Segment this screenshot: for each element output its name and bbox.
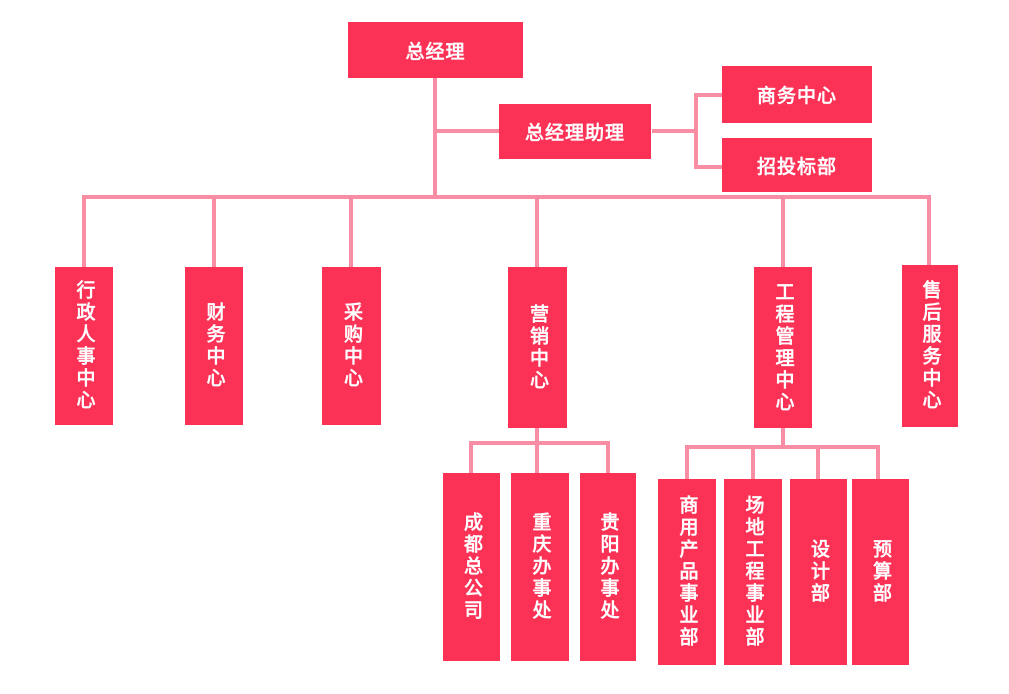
node-site-engineering-division: 场地工程事业部 (724, 479, 782, 665)
node-engineering-mgmt-center: 工程管理中心 (754, 267, 812, 428)
connector-main-rail (82, 195, 931, 199)
node-business-center: 商务中心 (722, 66, 872, 123)
connector-gm-stem (433, 78, 437, 198)
node-admin-hr-center: 行政人事中心 (55, 267, 113, 425)
node-commercial-products-division: 商用产品事业部 (658, 479, 716, 665)
node-design-dept: 设计部 (790, 479, 847, 665)
connector-drop-site-engineering (751, 445, 755, 479)
connector-marketing-stem (535, 428, 539, 445)
connector-drop-chongqing (535, 441, 539, 473)
node-bidding-dept: 招投标部 (722, 138, 872, 192)
connector-drop-design (816, 445, 820, 479)
node-chongqing-office: 重庆办事处 (511, 473, 569, 661)
connector-drop-guiyang (606, 441, 610, 473)
node-marketing-center: 营销中心 (508, 267, 567, 428)
connector-assistant-bracket (694, 93, 698, 169)
node-budget-dept: 预算部 (852, 479, 909, 665)
node-general-manager: 总经理 (348, 22, 523, 78)
connector-drop-marketing (535, 195, 539, 267)
connector-gm-to-assistant (435, 129, 499, 133)
connector-to-bidding-dept (694, 165, 722, 169)
connector-assistant-right (652, 129, 696, 133)
connector-drop-chengdu (469, 441, 473, 473)
connector-engineering-rail (685, 445, 880, 449)
connector-drop-budget (876, 445, 880, 479)
connector-drop-commercial-products (685, 445, 689, 479)
connector-engineering-stem (781, 428, 785, 449)
node-finance-center: 财务中心 (185, 267, 243, 425)
connector-drop-procurement (349, 195, 353, 267)
connector-drop-admin-hr (82, 195, 86, 267)
connector-to-business-center (694, 93, 722, 97)
connector-marketing-rail (469, 441, 610, 445)
connector-drop-aftersales (927, 195, 931, 265)
node-chengdu-head-office: 成都总公司 (443, 473, 500, 661)
node-procurement-center: 采购中心 (322, 267, 381, 425)
node-guiyang-office: 贵阳办事处 (580, 473, 636, 661)
connector-drop-engineering (781, 195, 785, 267)
connector-drop-finance (212, 195, 216, 267)
node-gm-assistant: 总经理助理 (499, 104, 651, 159)
node-aftersales-service-center: 售后服务中心 (902, 265, 958, 427)
